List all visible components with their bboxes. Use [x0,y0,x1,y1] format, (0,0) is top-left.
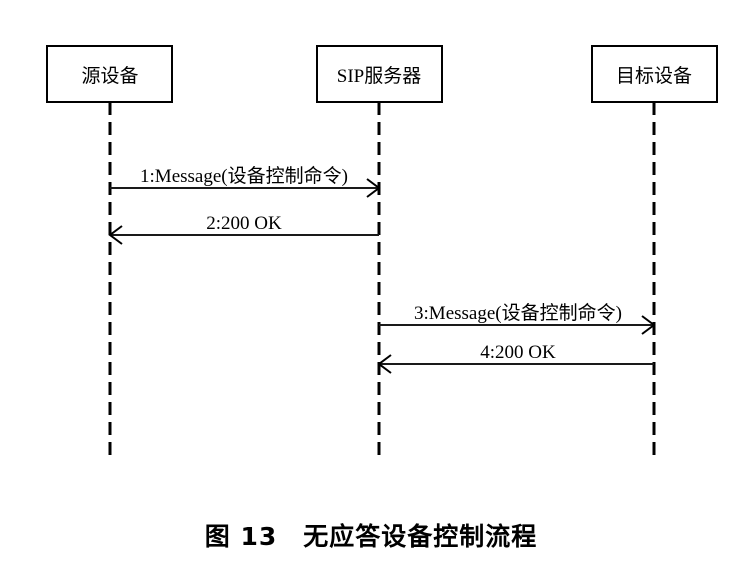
message-label: 1:Message(设备控制命令) [140,165,348,187]
message-label: 3:Message(设备控制命令) [414,302,622,324]
participant-sip-server[interactable]: SIP服务器 [316,45,443,460]
participant-box [46,45,173,103]
participant-source-device[interactable]: 源设备 [46,45,173,460]
participant-label: 源设备 [81,65,138,87]
arrowhead-left-icon [377,354,392,374]
arrowhead-right-icon [366,178,381,198]
message-3[interactable]: 3:Message(设备控制命令) [379,302,656,335]
arrowhead-left-icon [108,225,123,245]
message-2[interactable]: 2:200 OK [108,213,379,245]
participant-label: SIP服务器 [337,65,421,87]
participant-target-device[interactable]: 目标设备 [591,45,718,460]
message-label: 2:200 OK [206,213,282,234]
figure-caption: 图 13 无应答设备控制流程 [205,522,538,551]
message-label: 4:200 OK [480,342,556,363]
participant-label: 目标设备 [616,65,692,87]
message-4[interactable]: 4:200 OK [377,342,654,374]
message-1[interactable]: 1:Message(设备控制命令) [110,165,381,198]
participant-box [316,45,443,103]
arrowhead-right-icon [641,315,656,335]
